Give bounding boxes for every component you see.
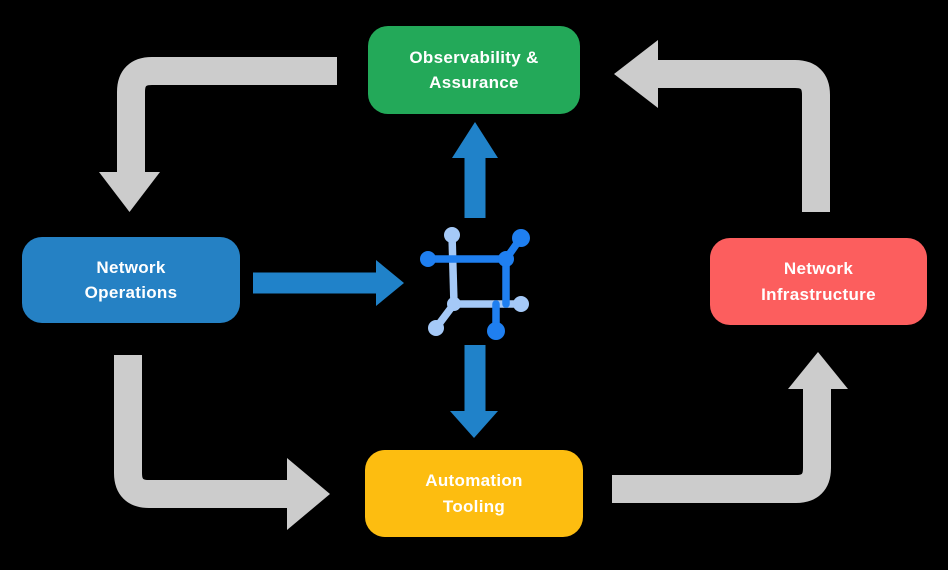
arrow-operations-to-center xyxy=(253,260,404,306)
node-automation-tooling-label: Automation Tooling xyxy=(425,471,523,516)
node-network-infrastructure-label: Network Infrastructure xyxy=(761,259,876,304)
node-network-operations: Network Operations xyxy=(22,237,240,323)
node-network-infrastructure: Network Infrastructure xyxy=(710,238,927,325)
arrow-operations-to-automation xyxy=(114,355,330,530)
arrow-observability-to-operations xyxy=(99,57,337,212)
node-observability-assurance-label: Observability & Assurance xyxy=(409,47,539,93)
arrow-center-to-automation xyxy=(450,345,498,438)
network-mesh-icon xyxy=(420,227,530,340)
node-automation-tooling: Automation Tooling xyxy=(365,450,583,537)
arrow-automation-to-infrastructure xyxy=(612,352,848,503)
node-observability-assurance: Observability & Assurance xyxy=(368,26,580,114)
arrow-center-to-observability xyxy=(452,122,498,218)
node-network-operations-label: Network Operations xyxy=(84,257,178,303)
arrow-infrastructure-to-observability xyxy=(614,40,830,212)
